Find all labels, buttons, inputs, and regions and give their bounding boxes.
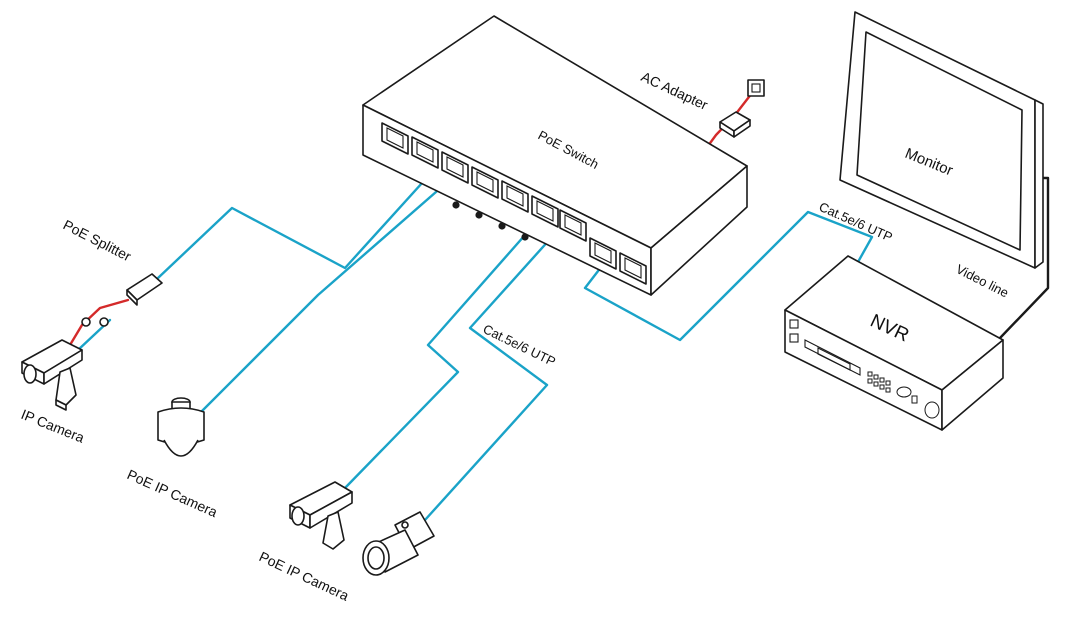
switch-port bbox=[531, 195, 559, 228]
bullet-camera-icon bbox=[362, 511, 435, 576]
switch-port bbox=[471, 166, 499, 199]
switch-port-jack bbox=[594, 242, 612, 264]
cable-splitter-power bbox=[68, 298, 130, 347]
cable-switch-to-dome-camera bbox=[198, 176, 454, 415]
ip-camera-label: IP Camera bbox=[19, 406, 87, 446]
switch-port-jack bbox=[416, 141, 434, 163]
switch-port bbox=[589, 237, 617, 270]
ac-adapter-icon bbox=[719, 79, 765, 138]
monitor-icon bbox=[839, 11, 1044, 269]
switch-port bbox=[619, 252, 647, 285]
cable-switch-to-bullet-camera bbox=[423, 226, 562, 522]
switch-port-jack bbox=[506, 185, 524, 207]
ellipsis-dots-icon bbox=[452, 201, 529, 241]
cable-switch-to-box-camera-2 bbox=[343, 216, 542, 490]
switch-port-jack bbox=[446, 156, 464, 178]
switch-port bbox=[411, 136, 439, 169]
switch-port bbox=[559, 209, 587, 242]
switch-port bbox=[441, 151, 469, 184]
cable-switch-to-splitter bbox=[156, 170, 434, 280]
dome-camera-icon bbox=[157, 397, 205, 457]
switch-port-jack bbox=[386, 127, 404, 149]
ip-camera-icon-2 bbox=[289, 481, 353, 550]
switch-port-jack bbox=[564, 214, 582, 236]
video-line-label: Video line bbox=[954, 261, 1011, 300]
poe-ip-camera-dome-label: PoE IP Camera bbox=[125, 466, 220, 520]
switch-ports bbox=[381, 122, 647, 285]
poe-splitter-label: PoE Splitter bbox=[61, 216, 134, 264]
switch-port-jack bbox=[536, 200, 554, 222]
nvr-icon bbox=[784, 255, 1004, 431]
cable-nvr-label: Cat.5e/6 UTP bbox=[817, 199, 895, 245]
switch-port bbox=[381, 122, 409, 155]
switch-port-jack bbox=[476, 171, 494, 193]
switch-port bbox=[501, 180, 529, 213]
ac-adapter-label: AC Adapter bbox=[639, 68, 711, 113]
poe-splitter-icon bbox=[81, 273, 163, 327]
poe-ip-camera-bullets-label: PoE IP Camera bbox=[257, 548, 352, 604]
poe-switch-icon: PoE Switch bbox=[362, 15, 748, 296]
cable-switch-to-nvr bbox=[583, 210, 874, 342]
ip-camera-icon bbox=[21, 339, 83, 411]
switch-port-jack bbox=[624, 257, 642, 279]
